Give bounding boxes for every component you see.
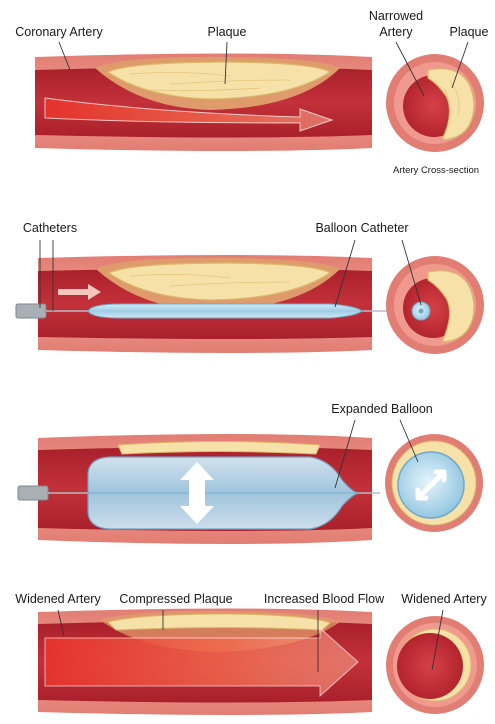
panel-4-widened-artery: Widened Artery Compressed Plaque Increas… — [15, 592, 487, 715]
panel-2-catheter-inserted: Catheters Balloon Catheter — [16, 221, 484, 354]
increased-blood-flow-arrow — [45, 628, 358, 696]
guide-catheter — [18, 486, 48, 500]
cross-section-2 — [386, 256, 484, 354]
label-widened-artery-cross: Widened Artery — [401, 592, 487, 606]
artery-longitudinal-3 — [18, 434, 380, 544]
panel-1-blocked-artery: Coronary Artery Plaque Narrowed Artery P… — [15, 9, 488, 176]
artery-longitudinal-2 — [16, 255, 390, 353]
cross-section-3 — [385, 434, 483, 532]
label-plaque-cross: Plaque — [450, 25, 489, 39]
caption-artery-cross-section: Artery Cross-section — [393, 165, 479, 176]
cross-lumen — [397, 633, 463, 699]
label-compressed-plaque: Compressed Plaque — [119, 592, 232, 606]
label-expanded-balloon: Expanded Balloon — [331, 402, 433, 416]
label-narrowed-artery-line1: Narrowed — [369, 9, 423, 23]
cross-section-4 — [386, 616, 484, 714]
label-increased-blood-flow: Increased Blood Flow — [264, 592, 385, 606]
label-catheters: Catheters — [23, 221, 77, 235]
artery-longitudinal-4 — [38, 609, 372, 716]
label-balloon-catheter: Balloon Catheter — [315, 221, 408, 235]
label-coronary-artery: Coronary Artery — [15, 25, 103, 39]
label-narrowed-artery-line2: Artery — [379, 25, 413, 39]
panel-3-balloon-expanded: Expanded Balloon — [18, 402, 483, 544]
balloon-catheter — [88, 304, 362, 318]
label-plaque: Plaque — [208, 25, 247, 39]
cross-section-1 — [386, 54, 484, 152]
guide-catheter — [16, 304, 46, 318]
label-widened-artery: Widened Artery — [15, 592, 101, 606]
artery-longitudinal-1 — [35, 54, 372, 152]
